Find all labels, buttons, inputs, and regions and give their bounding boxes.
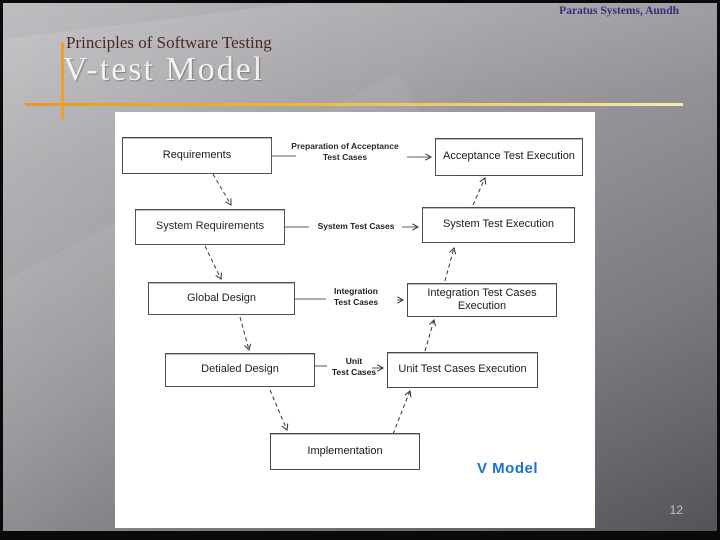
edge-label-unit-test-cases: Unit Test Cases (331, 356, 377, 377)
edge-label-integration-test-cases: Integration Test Cases (333, 286, 379, 307)
accent-line-horizontal (25, 103, 683, 106)
edge-label-system-test-cases: System Test Cases (317, 221, 395, 231)
node-detailed-design: Detialed Design (165, 353, 315, 387)
page-title: V-test Model (63, 51, 265, 88)
node-global-design: Global Design (148, 282, 295, 315)
node-system-requirements: System Requirements (135, 209, 285, 245)
node-system-test-execution: System Test Execution (422, 207, 575, 243)
diagram-panel: Requirements Acceptance Test Execution S… (115, 112, 595, 528)
slide-subtitle: Principles of Software Testing (66, 33, 272, 52)
diagram-arrows (204, 153, 487, 435)
company-header: Paratus Systems, Aundh (559, 5, 679, 17)
node-acceptance-test-execution: Acceptance Test Execution (435, 138, 583, 176)
node-integration-test-cases-execution: Integration Test Cases Execution (407, 283, 557, 317)
accent-line-vertical (61, 42, 64, 119)
page-number: 12 (669, 503, 683, 517)
node-unit-test-cases-execution: Unit Test Cases Execution (387, 352, 538, 388)
edge-label-preparation-of-acceptance-test-cases: Preparation of Acceptance Test Cases (291, 141, 399, 162)
node-requirements: Requirements (122, 137, 272, 174)
node-implementation: Implementation (270, 433, 420, 470)
presentation-slide: Paratus Systems, Aundh Principles of Sof… (3, 3, 717, 531)
diagram-caption: V Model (477, 460, 539, 477)
